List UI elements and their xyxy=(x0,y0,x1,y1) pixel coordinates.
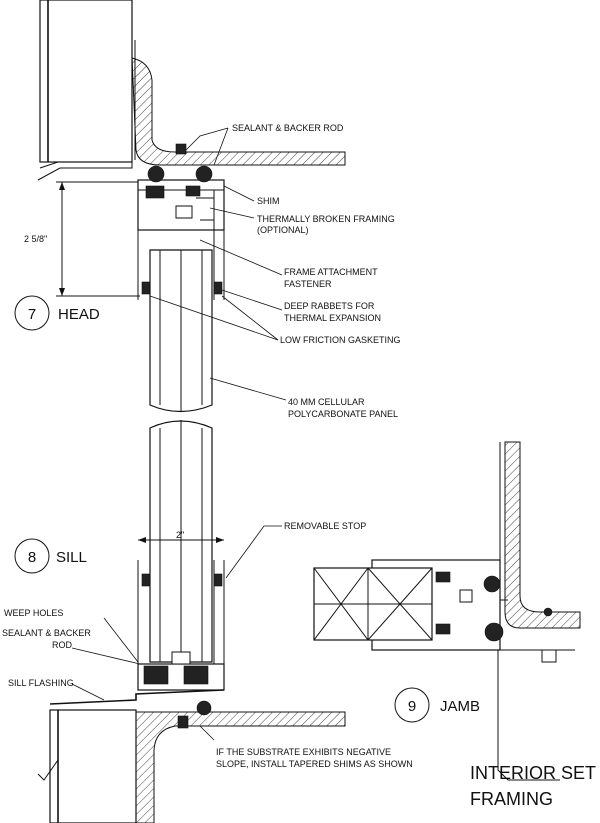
detail-jamb-number: 9 xyxy=(408,698,416,715)
leader-lines xyxy=(71,127,287,741)
jamb-detail xyxy=(313,441,581,781)
sill-hatch xyxy=(135,711,346,823)
callout-shims-2: SLOPE, INSTALL TAPERED SHIMS AS SHOWN xyxy=(216,759,413,769)
callout-frame-att-2: FASTENER xyxy=(284,279,332,289)
callout-frame-att-1: FRAME ATTACHMENT xyxy=(284,267,378,277)
callout-rabbets-2: THERMAL EXPANSION xyxy=(284,313,381,323)
callout-sealant-top: SEALANT & BACKER ROD xyxy=(232,123,344,133)
dimension-sill-width: 2" xyxy=(176,530,184,540)
detail-head-number: 7 xyxy=(28,306,36,323)
callout-labels: SEALANT & BACKER ROD SHIM THERMALLY BROK… xyxy=(2,123,413,769)
callout-thermal-1: THERMALLY BROKEN FRAMING xyxy=(257,214,395,224)
detail-sill-number: 8 xyxy=(28,549,36,566)
detail-jamb-circle xyxy=(394,687,430,723)
backer-rod-2 xyxy=(195,165,213,183)
dimension-labels: 2 5/8" 2" xyxy=(24,234,184,540)
callout-gasketing: LOW FRICTION GASKETING xyxy=(280,335,401,345)
dimension-head-height: 2 5/8" xyxy=(24,234,47,244)
title-line-2: FRAMING xyxy=(470,789,553,809)
detail-sill-label: SILL xyxy=(56,549,87,566)
detail-head-label: HEAD xyxy=(58,306,100,323)
jamb-wall-hatch xyxy=(504,441,581,629)
callout-sill-flashing: SILL FLASHING xyxy=(8,678,74,688)
detail-sill-marker: 8 SILL xyxy=(14,538,87,574)
callout-thermal-2: (OPTIONAL) xyxy=(257,225,309,235)
callout-panel-2: POLYCARBONATE PANEL xyxy=(288,409,398,419)
detail-head-circle xyxy=(14,295,50,331)
sill-detail xyxy=(37,537,346,823)
detail-head-marker: 7 HEAD xyxy=(14,295,100,331)
callout-shim: SHIM xyxy=(257,196,280,206)
callout-panel-1: 40 MM CELLULAR xyxy=(288,397,365,407)
detail-sill-circle xyxy=(14,538,50,574)
callout-weep: WEEP HOLES xyxy=(4,608,63,618)
title-line-1: INTERIOR SET xyxy=(470,763,596,783)
sill-lower-wall xyxy=(49,709,137,823)
callout-stop: REMOVABLE STOP xyxy=(284,521,366,531)
detail-jamb-label: JAMB xyxy=(440,698,480,715)
backer-rod-1 xyxy=(147,165,165,183)
callout-sealant-bot-2: ROD xyxy=(52,640,73,650)
head-lintel-hatch xyxy=(131,57,346,166)
head-detail xyxy=(37,0,346,300)
polycarbonate-panel xyxy=(149,249,213,663)
drawing-title: INTERIOR SET FRAMING xyxy=(470,763,596,809)
detail-jamb-marker: 9 JAMB xyxy=(394,687,480,723)
callout-shims-1: IF THE SUBSTRATE EXHIBITS NEGATIVE xyxy=(216,747,391,757)
callout-rabbets-1: DEEP RABBETS FOR xyxy=(284,301,375,311)
head-upper-wall xyxy=(39,0,133,163)
callout-sealant-bot-1: SEALANT & BACKER xyxy=(2,628,91,638)
